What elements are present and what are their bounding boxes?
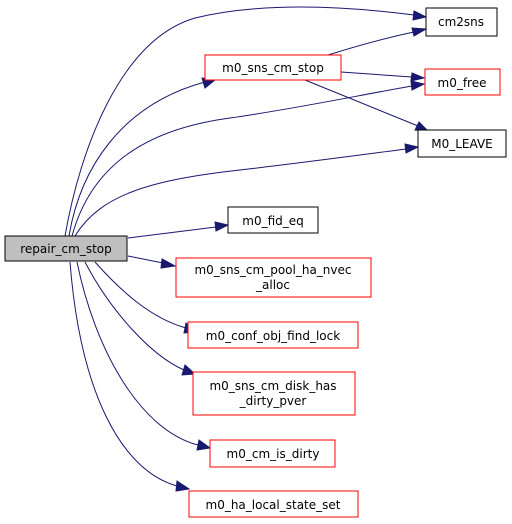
edge-sns-cm-stop-to-cm2sns <box>327 31 415 56</box>
node-m0-ha-local-state-set[interactable]: m0_ha_local_state_set <box>188 490 359 518</box>
node-label: cm2sns <box>438 15 484 29</box>
edge-repair-to-m0-free-arrow <box>410 80 426 91</box>
node-label: m0_sns_cm_stop <box>222 61 324 75</box>
edge-repair-to-fid-eq <box>127 226 217 239</box>
node-label: m0_conf_obj_find_lock <box>206 329 340 343</box>
edge-sns-cm-stop-to-cm2sns-arrow <box>411 27 428 37</box>
node-m0-conf-obj-find-lock[interactable]: m0_conf_obj_find_lock <box>187 321 359 349</box>
node-m0-leave[interactable]: M0_LEAVE <box>417 129 507 158</box>
edge-sns-cm-stop-to-m0-free-arrow <box>410 72 426 82</box>
node-label: repair_cm_stop <box>20 242 112 256</box>
edge-repair-to-cm-is-dirty <box>76 261 199 446</box>
edge-repair-to-m0-free <box>71 85 413 237</box>
edge-repair-to-pool-ha-nvec <box>127 255 164 264</box>
edge-repair-to-ha-local-state-set <box>69 261 178 487</box>
node-cm2sns[interactable]: cm2sns <box>425 7 498 37</box>
node-repair-cm-stop[interactable]: repair_cm_stop <box>4 235 128 262</box>
node-m0-sns-cm-disk-has-dirty-pver[interactable]: m0_sns_cm_disk_has _dirty_pver <box>192 371 356 416</box>
node-label-line2: _alloc <box>255 278 290 292</box>
node-label: m0_ha_local_state_set <box>206 498 341 512</box>
node-m0-sns-cm-pool-ha-nvec-alloc[interactable]: m0_sns_cm_pool_ha_nvec _alloc <box>175 257 372 298</box>
node-label-line2: _dirty_pver <box>239 394 307 408</box>
node-label: M0_LEAVE <box>431 137 493 151</box>
edge-repair-to-m0-leave <box>74 148 407 237</box>
edge-sns-cm-stop-to-m0-leave <box>304 79 419 127</box>
node-m0-sns-cm-stop[interactable]: m0_sns_cm_stop <box>204 54 342 81</box>
node-m0-fid-eq[interactable]: m0_fid_eq <box>227 206 319 234</box>
node-m0-free[interactable]: m0_free <box>424 68 501 96</box>
node-m0-cm-is-dirty[interactable]: m0_cm_is_dirty <box>209 439 336 468</box>
edge-sns-cm-stop-to-m0-free <box>340 71 413 78</box>
node-label: m0_free <box>438 76 487 90</box>
edge-repair-to-cm-is-dirty-arrow <box>196 439 212 451</box>
node-label-line1: m0_sns_cm_pool_ha_nvec <box>194 263 351 277</box>
edge-repair-to-m0-leave-arrow <box>404 143 420 154</box>
edge-repair-to-cm2sns <box>64 6 415 237</box>
edge-repair-to-pool-ha-nvec-arrow <box>160 258 177 269</box>
node-label: m0_cm_is_dirty <box>227 447 320 461</box>
node-label-line1: m0_sns_cm_disk_has <box>209 379 336 393</box>
edge-repair-to-ha-local-state-set-arrow <box>175 480 191 492</box>
edge-repair-to-disk-has-dirty-pver-arrow <box>181 364 197 376</box>
edge-repair-to-disk-has-dirty-pver <box>84 261 185 371</box>
edge-repair-to-cm2sns-arrow <box>412 10 428 21</box>
edge-repair-to-conf-obj-find-lock <box>94 261 187 329</box>
edge-repair-to-sns-cm-stop <box>68 81 206 237</box>
edge-repair-to-fid-eq-arrow <box>214 221 230 232</box>
node-label: m0_fid_eq <box>242 214 304 228</box>
